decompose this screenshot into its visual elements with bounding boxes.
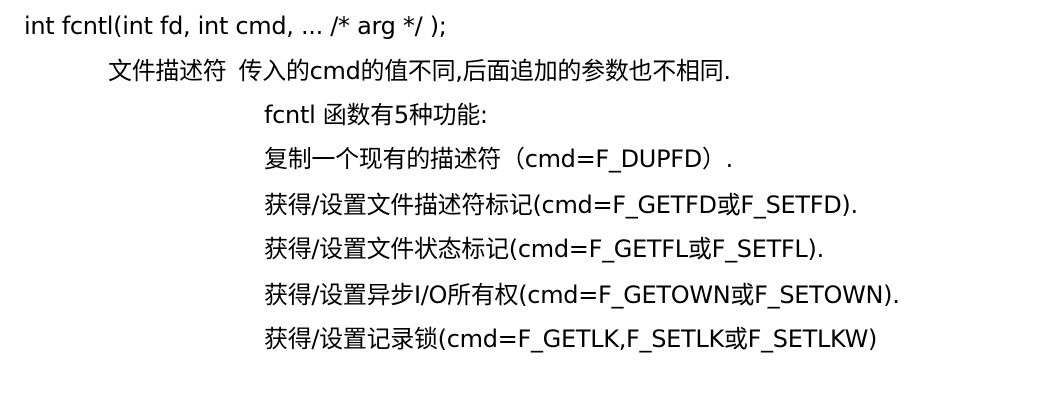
cmd-note: 传入的cmd的值不同,后面追加的参数也不相同.	[238, 57, 731, 85]
function-item-async-owner: 获得/设置异步I/O所有权(cmd=F_GETOWN或F_SETOWN).	[264, 281, 900, 309]
function-signature: int fcntl(int fd, int cmd, ... /* arg */…	[24, 12, 447, 40]
function-item-fd-flags: 获得/设置文件描述符标记(cmd=F_GETFD或F_SETFD).	[264, 191, 858, 219]
functions-intro: fcntl 函数有5种功能:	[264, 101, 488, 129]
parameter-notes: 文件描述符传入的cmd的值不同,后面追加的参数也不相同.	[108, 55, 731, 87]
function-item-dupfd: 复制一个现有的描述符（cmd=F_DUPFD）.	[264, 145, 733, 173]
function-item-fl-flags: 获得/设置文件状态标记(cmd=F_GETFL或F_SETFL).	[264, 235, 824, 263]
function-item-record-lock: 获得/设置记录锁(cmd=F_GETLK,F_SETLK或F_SETLKW)	[264, 325, 878, 353]
fd-note: 文件描述符	[108, 57, 227, 85]
